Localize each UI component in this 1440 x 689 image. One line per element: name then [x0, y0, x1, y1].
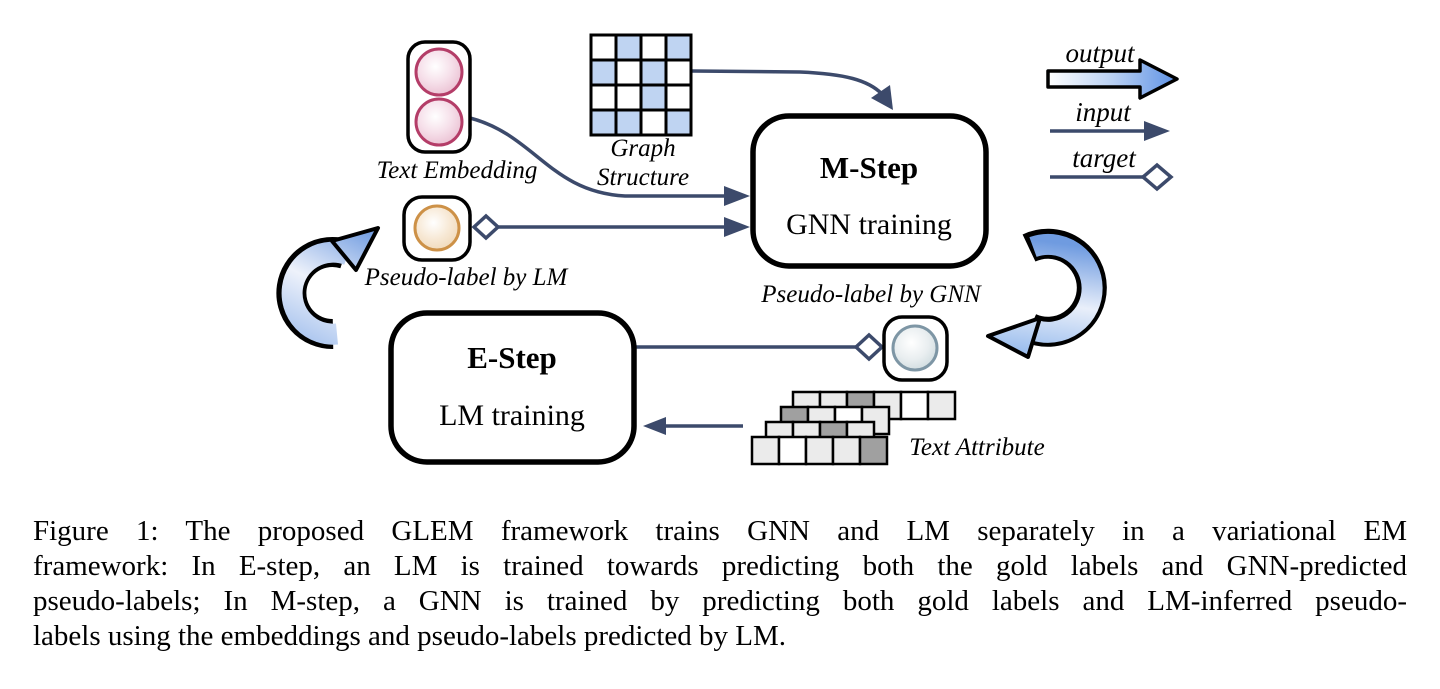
graph-grid-cell: [639, 108, 668, 137]
m-step-subtitle: GNN training: [786, 208, 952, 241]
legend-output-arrow: [1046, 58, 1179, 100]
graph-grid-cell: [664, 33, 693, 62]
connectors: [469, 69, 884, 428]
e-step-subtitle: LM training: [439, 399, 585, 432]
text-attribute-label: Text Attribute: [909, 434, 1045, 461]
e-step-title: E-Step: [467, 340, 557, 375]
token-cell: [858, 435, 889, 466]
glem-framework-diagram: Text Embedding Graph Structure M-Step GN…: [276, 33, 1179, 466]
graph-grid-cell: [589, 58, 618, 87]
token-cell: [899, 390, 930, 421]
graph-structure-label-line2: Structure: [596, 163, 690, 191]
text-embedding-node: [406, 40, 472, 154]
pseudo-label-lm-circle: [413, 204, 461, 252]
arrowhead-into-mstep-top: [871, 85, 893, 110]
pseudo-label-gnn-node: [882, 315, 949, 382]
pseudo-label-lm-label: Pseudo-label by LM: [364, 264, 568, 291]
token-cell: [926, 390, 957, 421]
graph-grid-cell: [664, 83, 693, 112]
graph-grid-cell: [589, 33, 618, 62]
e-step-box: [388, 310, 637, 465]
arrowhead-into-estep: [643, 417, 666, 435]
pseudo-label-gnn-label: Pseudo-label by GNN: [761, 281, 981, 308]
legend-input-arrowhead: [1144, 121, 1170, 141]
graph-structure-label: Graph Structure: [597, 135, 689, 193]
graph-grid-cell: [614, 108, 643, 137]
graph-grid-cell: [639, 58, 668, 87]
graph-grid-cell: [589, 83, 618, 112]
token-cell: [804, 435, 835, 466]
diagram-canvas: [276, 33, 1179, 466]
legend-target-label: target: [1072, 143, 1136, 173]
graph-grid-cell: [639, 33, 668, 62]
diamond-pseudognn: [853, 332, 885, 362]
edge-graph-to-mstep: [691, 69, 884, 96]
arrowhead-into-mstep-2: [724, 217, 750, 237]
embedding-circle-1: [414, 47, 464, 97]
graph-structure-grid-cells: [589, 33, 693, 137]
graph-grid-cell: [639, 83, 668, 112]
token-cell: [750, 435, 781, 466]
caption-line: framework: In E-step, an LM is trained t…: [33, 550, 1407, 582]
graph-grid-cell: [589, 108, 618, 137]
em-cycle-arrow-left: [276, 226, 380, 350]
graph-grid-cell: [614, 83, 643, 112]
pseudo-label-gnn-circle: [891, 324, 939, 372]
em-cycle-arrow-right: [986, 228, 1107, 359]
graph-grid-cell: [664, 58, 693, 87]
legend-target-diamond: [1140, 162, 1174, 192]
arrowheads: [643, 85, 893, 435]
graph-structure-label-line1: Graph: [610, 135, 676, 162]
caption-line: labels using the embeddings and pseudo-l…: [33, 620, 787, 652]
diamond-pseudolm: [471, 213, 501, 241]
pseudo-label-lm-node: [402, 195, 472, 262]
graph-grid-cell: [614, 58, 643, 87]
token-cell: [831, 435, 862, 466]
text-embedding-label: Text Embedding: [376, 157, 538, 184]
m-step-box: [750, 113, 989, 269]
graph-grid-cell: [614, 33, 643, 62]
graph-grid-cell: [664, 108, 693, 137]
edge-text-embedding-to-mstep: [469, 116, 728, 198]
embedding-circle-2: [414, 97, 464, 147]
legend-input-label: input: [1075, 97, 1131, 127]
arrowhead-into-mstep-1: [724, 186, 750, 206]
legend-arrows: [1046, 58, 1179, 192]
figure-caption: Figure 1: The proposed GLEM framework tr…: [33, 514, 1407, 654]
token-cell: [777, 435, 808, 466]
caption-line: Figure 1: The proposed GLEM framework tr…: [33, 515, 1407, 547]
target-diamonds: [471, 213, 885, 362]
legend-output-label: output: [1065, 38, 1135, 68]
m-step-title: M-Step: [819, 150, 919, 185]
text-attribute-stacks: [750, 390, 957, 466]
caption-line: pseudo-labels; In M-step, a GNN is train…: [33, 585, 1407, 617]
